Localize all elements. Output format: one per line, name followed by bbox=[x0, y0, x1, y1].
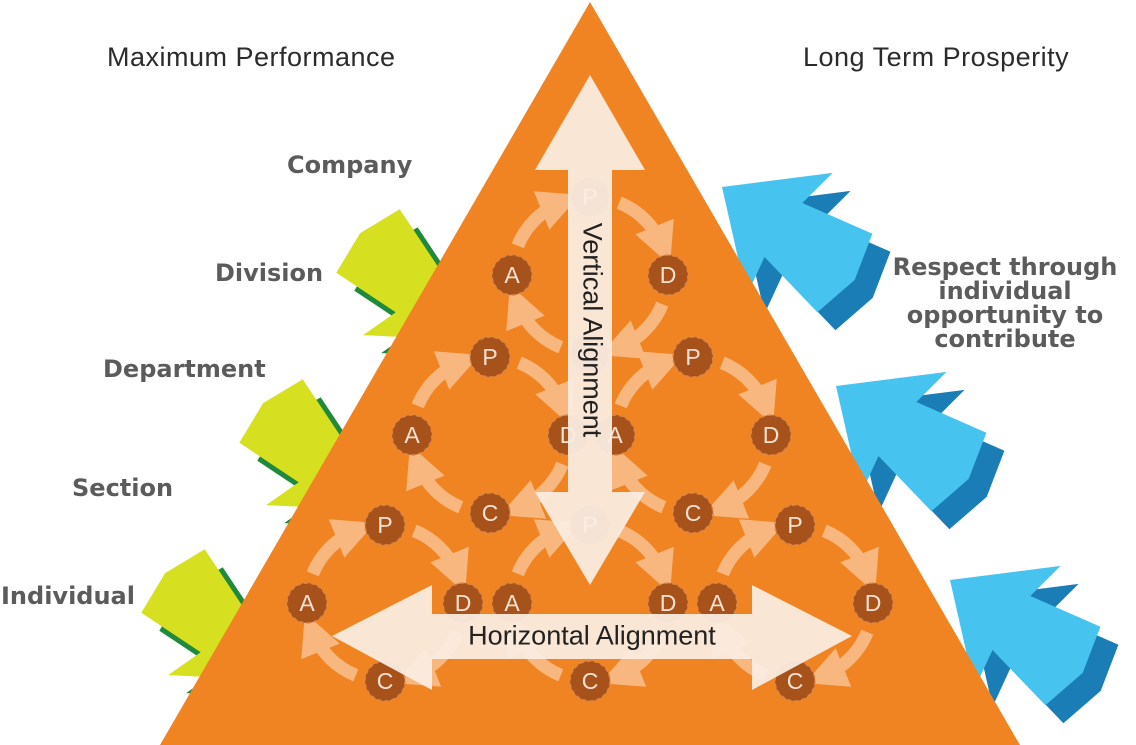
cycle-arrow bbox=[599, 301, 669, 359]
cycle-arrow bbox=[616, 196, 674, 266]
pdca-node-letter: D bbox=[763, 422, 780, 448]
pdca-node bbox=[672, 336, 714, 378]
cycle-arrow bbox=[511, 519, 581, 577]
cycle-arrow bbox=[511, 191, 581, 249]
respect-text: Respect through individual opportunity t… bbox=[892, 253, 1118, 353]
pdca-node-letter: C bbox=[685, 500, 702, 526]
level-section: Section bbox=[72, 474, 174, 502]
pdca-node-letter: P bbox=[482, 344, 497, 370]
blue-arrow bbox=[836, 371, 1005, 530]
pdca-node-letter: C bbox=[482, 500, 499, 526]
pdca-node-letter: A bbox=[709, 590, 725, 616]
pdca-node-letter: A bbox=[504, 590, 520, 616]
pdca-node-letter: D bbox=[660, 262, 677, 288]
cycle-arrow bbox=[804, 629, 874, 687]
cycle-arrow bbox=[702, 461, 772, 519]
cycle-arrow bbox=[499, 461, 569, 519]
blue-arrow-body bbox=[722, 172, 873, 313]
cycle-arrow bbox=[411, 524, 469, 594]
cycle-arrow bbox=[719, 356, 777, 426]
level-company: Company bbox=[287, 151, 413, 179]
cycle-arrow bbox=[516, 356, 574, 426]
pdca-node bbox=[286, 582, 328, 624]
pdca-node-letter: C bbox=[582, 668, 599, 694]
cycle-arrow bbox=[609, 444, 667, 514]
cycle-arrow bbox=[616, 524, 674, 594]
level-individual: Individual bbox=[1, 582, 135, 610]
pdca-node-letter: A bbox=[404, 422, 420, 448]
cycle-arrow bbox=[301, 612, 359, 682]
pdca-node-letter: D bbox=[865, 590, 882, 616]
pdca-node bbox=[364, 504, 406, 546]
pdca-node-letter: D bbox=[455, 590, 472, 616]
blue-arrows bbox=[722, 172, 1119, 724]
pdca-node bbox=[750, 414, 792, 456]
cycle-arrow bbox=[406, 444, 464, 514]
pdca-node bbox=[469, 336, 511, 378]
pdca-node-letter: P bbox=[685, 344, 700, 370]
cycle-arrow bbox=[821, 524, 879, 594]
level-department: Department bbox=[103, 355, 266, 383]
header-left: Maximum Performance bbox=[107, 42, 396, 72]
vertical-alignment-arrow bbox=[535, 75, 645, 585]
vertical-alignment-label: Vertical Alignment bbox=[577, 222, 608, 438]
pdca-node-letter: P bbox=[787, 512, 802, 538]
pdca-node bbox=[647, 254, 689, 296]
blue-arrow-body bbox=[836, 371, 987, 512]
blue-arrow bbox=[722, 172, 891, 331]
blue-arrow-body bbox=[950, 565, 1101, 706]
cycle-arrow bbox=[506, 284, 564, 354]
blue-arrow bbox=[950, 565, 1119, 724]
cycle-arrow bbox=[411, 351, 481, 409]
pdca-node bbox=[852, 582, 894, 624]
pdca-node-letter: C bbox=[787, 668, 804, 694]
horizontal-alignment-label: Horizontal Alignment bbox=[468, 620, 716, 651]
level-division: Division bbox=[215, 259, 324, 287]
pdca-cycle: P D C A bbox=[286, 504, 484, 702]
pdca-node bbox=[469, 492, 511, 534]
cycle-arrow bbox=[716, 519, 786, 577]
cycle-arrow bbox=[306, 519, 376, 577]
pdca-node-letter: P bbox=[377, 512, 392, 538]
horizontal-alignment-arrow bbox=[332, 585, 852, 690]
pdca-node bbox=[391, 414, 433, 456]
pdca-node-letter: A bbox=[299, 590, 315, 616]
pdca-node bbox=[672, 492, 714, 534]
pdca-node bbox=[774, 504, 816, 546]
alignment-arrows bbox=[332, 75, 852, 690]
pdca-node-letter: D bbox=[660, 590, 677, 616]
pdca-node-letter: C bbox=[377, 668, 394, 694]
pdca-node bbox=[569, 660, 611, 702]
header-right: Long Term Prosperity bbox=[803, 42, 1070, 72]
pdca-node bbox=[491, 254, 533, 296]
cycle-arrow bbox=[614, 351, 684, 409]
pdca-node-letter: A bbox=[504, 262, 520, 288]
